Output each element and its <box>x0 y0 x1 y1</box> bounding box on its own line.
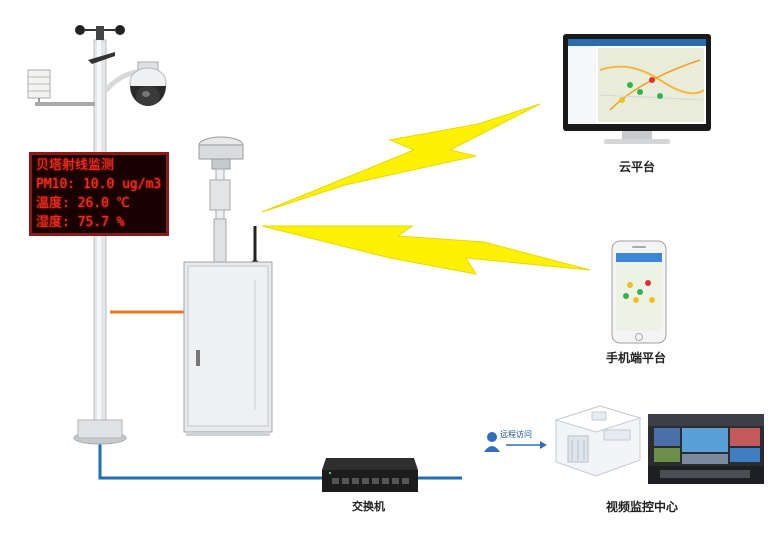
server-building-icon <box>554 405 642 477</box>
mobile-platform-label: 手机端平台 <box>606 351 667 365</box>
led-line-humidity: 湿度: 75.7 % <box>36 215 125 230</box>
monitor-icon <box>563 34 711 144</box>
remote-access-label: 远程访问 <box>500 430 532 439</box>
beta-ray-monitor-cabinet <box>183 136 273 436</box>
network-switch-icon <box>322 458 418 492</box>
weather-station-pole <box>27 25 146 445</box>
led-display-board: 贝塔射线监测 PM10: 10.0 ug/m3 温度: 26.0 ℃ 湿度: 7… <box>29 152 169 236</box>
network-line <box>98 441 326 480</box>
smartphone-icon <box>611 240 667 344</box>
lightning-bolt-icon <box>261 225 591 275</box>
led-line-pm10: PM10: 10.0 ug/m3 <box>36 177 162 192</box>
speed-dome-camera <box>129 61 167 106</box>
cloud-platform-label: 云平台 <box>619 160 656 174</box>
user-icon <box>484 432 547 452</box>
video-center-label: 视频监控中心 <box>606 500 679 514</box>
switch-label: 交换机 <box>352 500 385 513</box>
video-wall-icon <box>648 414 764 484</box>
led-line-title: 贝塔射线监测 <box>36 158 115 173</box>
lightning-bolt-icon <box>261 103 541 213</box>
led-line-temperature: 温度: 26.0 ℃ <box>36 196 130 211</box>
